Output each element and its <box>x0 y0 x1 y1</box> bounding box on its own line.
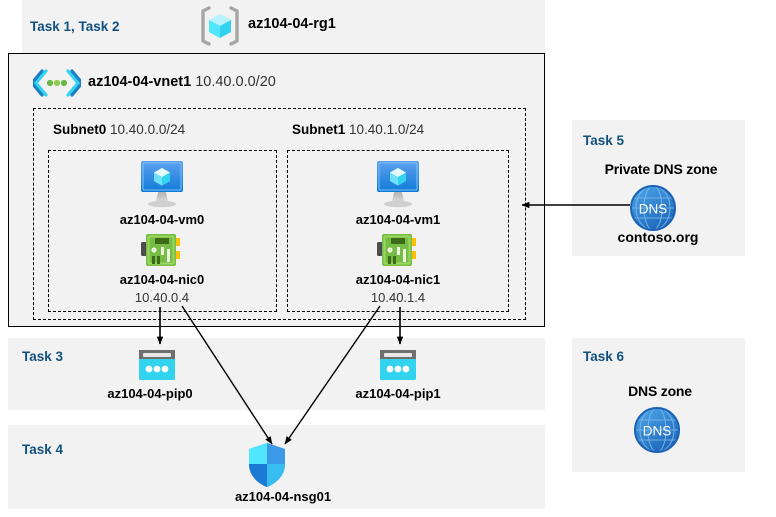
pip0-label: az104-04-pip0 <box>107 386 193 401</box>
private-dns-heading: Private DNS zone <box>604 161 718 177</box>
resource-group-icon <box>197 5 243 47</box>
vnet-title: az104-04-vnet1 10.40.0.0/20 <box>88 74 276 90</box>
private-dns-task-label: Task 5 <box>583 133 625 148</box>
virtual-machine-icon <box>370 158 426 210</box>
public-ip-address-icon <box>135 348 179 382</box>
virtual-machine-icon <box>134 158 190 210</box>
nic1-private-ip: 10.40.1.4 <box>370 290 426 305</box>
vnet-name: az104-04-vnet1 <box>88 74 192 90</box>
public-ip-panel <box>8 338 545 410</box>
resource-group-name: az104-04-rg1 <box>248 16 336 32</box>
subnet0-cidr: 10.40.0.0/24 <box>110 122 186 137</box>
dns-zone-icon: DNS <box>629 184 677 232</box>
subnets-container <box>33 108 526 320</box>
nsg-task-label: Task 4 <box>22 442 64 457</box>
subnet1-box <box>287 150 509 312</box>
vm0-label: az104-04-vm0 <box>119 212 205 227</box>
subnet0-box <box>48 150 277 312</box>
subnet1-name: Subnet1 <box>292 122 346 137</box>
private-dns-name: contoso.org <box>617 229 699 245</box>
dns-icon-text: DNS <box>639 202 668 217</box>
nic1-label: az104-04-nic1 <box>355 272 441 287</box>
public-dns-task-label: Task 6 <box>583 349 625 364</box>
network-interface-icon <box>139 230 185 270</box>
resource-group-name-text: az104-04-rg1 <box>248 16 336 32</box>
subnet1-cidr: 10.40.1.0/24 <box>349 122 425 137</box>
network-security-group-icon <box>246 442 288 488</box>
dns-icon-text: DNS <box>643 424 672 439</box>
vnet-address-space: 10.40.0.0/20 <box>195 74 276 90</box>
resource-group-panel <box>22 0 545 53</box>
subnet0-title: Subnet0 10.40.0.0/24 <box>53 122 185 137</box>
pip-task-label: Task 3 <box>22 349 64 364</box>
subnet1-title: Subnet1 10.40.1.0/24 <box>292 122 424 137</box>
pip1-label: az104-04-pip1 <box>355 386 441 401</box>
rg-task-label: Task 1, Task 2 <box>30 19 120 34</box>
dns-zone-icon: DNS <box>633 406 681 454</box>
public-dns-heading: DNS zone <box>628 383 692 399</box>
nsg-label: az104-04-nsg01 <box>234 489 332 504</box>
network-interface-icon <box>375 230 421 270</box>
public-ip-address-icon <box>376 348 420 382</box>
nic0-private-ip: 10.40.0.4 <box>134 290 190 305</box>
nic0-label: az104-04-nic0 <box>119 272 205 287</box>
vm1-label: az104-04-vm1 <box>355 212 441 227</box>
virtual-network-icon <box>30 68 84 98</box>
subnet0-name: Subnet0 <box>53 122 107 137</box>
